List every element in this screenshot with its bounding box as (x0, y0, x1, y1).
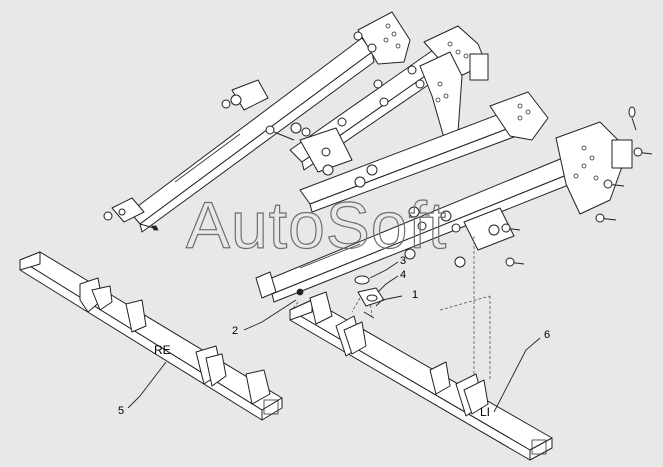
frame-arm-a (111, 11, 411, 233)
callout-leaders (127, 261, 541, 413)
nut-part (296, 288, 304, 296)
callout-1: 1 (412, 289, 418, 301)
pin-part (363, 311, 375, 319)
toolbar-beam-right (289, 291, 553, 461)
frame-arm-c (265, 91, 549, 213)
callout-2: 2 (232, 325, 238, 337)
callout-4: 4 (400, 269, 406, 281)
callout-6: 6 (544, 329, 550, 341)
arm-a-end-hardware (103, 208, 159, 231)
callout-3: 3 (400, 255, 406, 267)
tag-li: LI (480, 405, 490, 419)
tag-re: RE (154, 343, 171, 357)
detail-parts (296, 275, 385, 319)
watermark-text: AutoSoft (186, 188, 447, 262)
toolbar-beam-left (19, 251, 283, 421)
frame-arm-d (255, 106, 653, 303)
callout-5: 5 (118, 405, 124, 417)
o-ring-part (354, 275, 370, 285)
